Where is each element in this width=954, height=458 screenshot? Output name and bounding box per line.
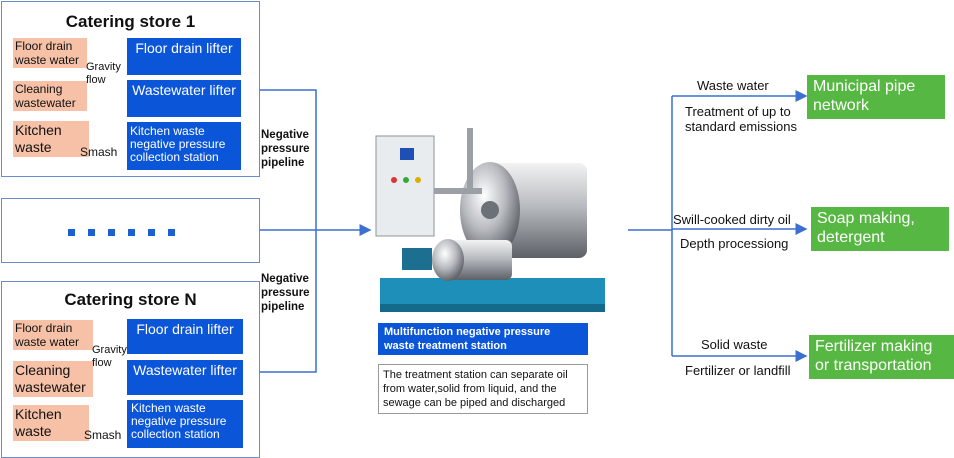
output-dirty-oil-label: Swill-cooked dirty oil	[673, 212, 791, 227]
pipeline-label-bottom: Negative pressure pipeline	[261, 273, 310, 313]
output-waste-water-label: Waste water	[697, 78, 769, 93]
soap-making-box: Soap making, detergent	[811, 207, 949, 251]
output-solid-waste-process: Fertilizer or landfill	[685, 363, 791, 378]
treatment-station-illustration	[375, 128, 605, 312]
floor-drain-source: Floor drain waste water	[13, 38, 87, 68]
fertilizer-making-box: Fertilizer making or transportation	[809, 335, 954, 379]
output-solid-waste-label: Solid waste	[701, 337, 768, 352]
more-stores-placeholder	[1, 198, 260, 263]
floor-drain-lifter: Floor drain lifter	[127, 319, 243, 354]
gravity-label: Gravity flow	[92, 344, 127, 369]
floor-drain-source: Floor drain waste water	[13, 320, 93, 350]
kitchen-waste-collection: Kitchen waste negative pressure collecti…	[127, 400, 243, 448]
municipal-pipe-network-box: Municipal pipe network	[807, 75, 945, 119]
station-title: Multifunction negative pressure waste tr…	[378, 323, 588, 355]
cleaning-source: Cleaning wastewater	[13, 361, 93, 397]
smash-label: Smash	[84, 428, 122, 442]
gravity-label: Gravity flow	[86, 61, 121, 86]
kitchen-source: Kitchen waste	[13, 405, 89, 441]
output-waste-water-process: Treatment of up to standard emissions	[685, 104, 797, 134]
kitchen-waste-collection: Kitchen waste negative pressure collecti…	[127, 122, 241, 170]
store-title: Catering store N	[64, 290, 197, 309]
ellipsis-dots	[68, 229, 175, 236]
wastewater-lifter: Wastewater lifter	[127, 360, 243, 395]
pipeline-label-top: Negative pressure pipeline	[261, 129, 310, 169]
output-dirty-oil-process: Depth processiong	[680, 236, 789, 251]
kitchen-source: Kitchen waste	[13, 121, 89, 157]
store-title: Catering store 1	[65, 12, 196, 31]
catering-store-1: Catering store 1 Floor drain waste water…	[1, 1, 260, 177]
floor-drain-lifter: Floor drain lifter	[127, 38, 241, 75]
smash-label: Smash	[80, 145, 118, 159]
wastewater-lifter: Wastewater lifter	[127, 80, 241, 117]
catering-store-n: Catering store N Floor drain waste water…	[1, 281, 260, 458]
station-description: The treatment station can separate oil f…	[378, 364, 588, 414]
cleaning-source: Cleaning wastewater	[13, 81, 87, 111]
